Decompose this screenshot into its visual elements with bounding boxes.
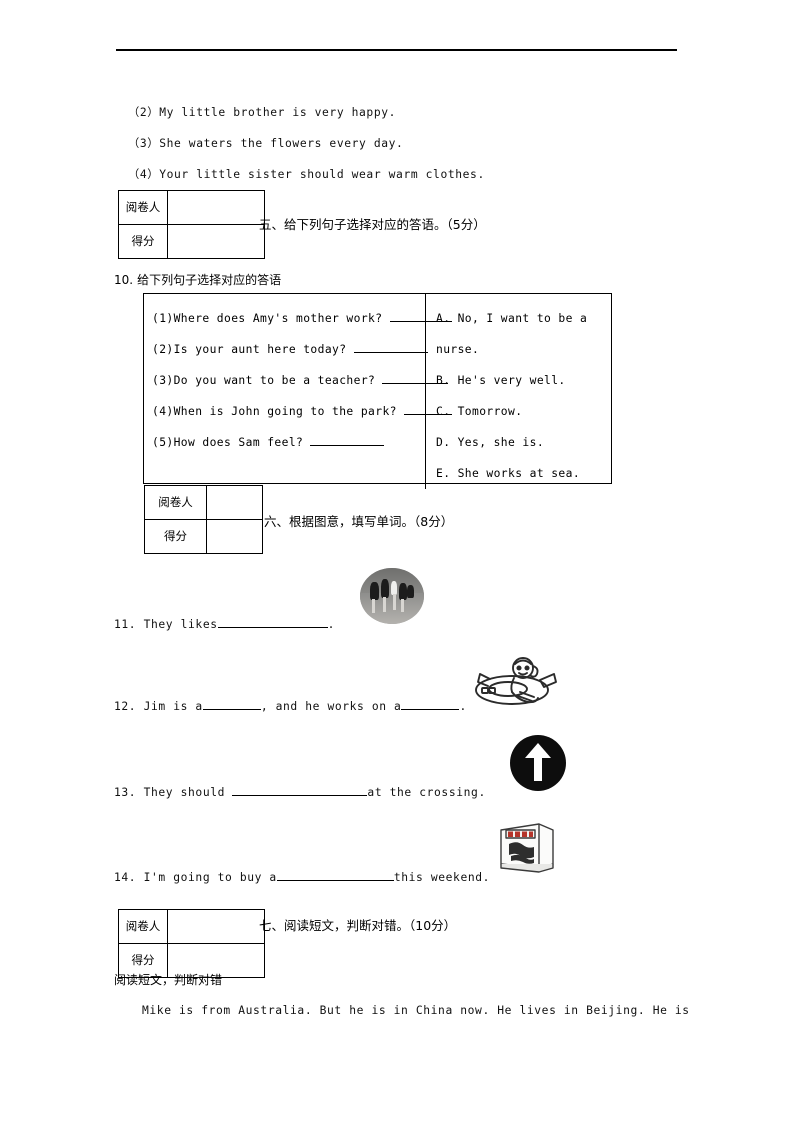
matching-answer-row: E. She works at sea.	[436, 467, 581, 480]
section-heading-five: 五、给下列句子选择对应的答语。（5分）	[259, 217, 486, 232]
matching-answer-row: C. Tomorrow.	[436, 405, 523, 418]
people-photo-oval	[360, 568, 424, 624]
arrow-shaft	[534, 753, 542, 781]
question-14-blank[interactable]	[276, 880, 394, 881]
section-heading-six: 六、根据图意，填写单词。（8分）	[264, 514, 454, 529]
matching-question-text: (4)When is John going to the park?	[152, 405, 397, 418]
grade-box-reviewer-label: 阅卷人	[119, 191, 168, 225]
photo-figure-leg	[372, 599, 375, 613]
matching-answer-row: nurse.	[436, 343, 480, 356]
answer-blank[interactable]	[310, 445, 385, 446]
photo-figure	[407, 585, 414, 598]
matching-question-text: (2)Is your aunt here today?	[152, 343, 347, 356]
answer-blank[interactable]	[389, 321, 452, 322]
question-10-prompt: 10.给下列句子选择对应的答语	[114, 271, 281, 288]
question-13-text: 13. They should	[114, 786, 233, 799]
matching-question-text: (1)Where does Amy's mother work?	[152, 312, 383, 325]
question-11-text-after: .	[327, 618, 336, 631]
question-13-text-after: at the crossing.	[367, 786, 486, 799]
matching-question-row: (1)Where does Amy's mother work?	[152, 303, 452, 334]
reading-prompt: 阅读短文，判断对错	[114, 973, 223, 987]
grade-box-score-label: 得分	[119, 943, 168, 977]
grade-box-reviewer-label: 阅卷人	[119, 910, 168, 944]
grade-box-score-value[interactable]	[168, 225, 264, 259]
photo-figure-leg	[401, 599, 404, 612]
grade-box-reviewer-label: 阅卷人	[145, 486, 207, 520]
sentence-3: （3）She waters the flowers every day.	[128, 137, 404, 150]
matching-answer-row: B. He's very well.	[436, 374, 566, 387]
grade-box-reviewer-value[interactable]	[168, 191, 264, 225]
photo-figure-leg	[393, 594, 396, 610]
question-12-line: 12. Jim is a , and he works on a.	[114, 700, 467, 713]
question-13-blank[interactable]	[232, 795, 368, 796]
question-14-text-after: this weekend.	[393, 871, 491, 884]
book-magazine-drawing-image	[495, 818, 559, 876]
grade-box-section-six: 阅卷人 得分	[144, 485, 263, 554]
question-12-text-middle: , and he works on a	[260, 700, 402, 713]
question-12-text-after: .	[459, 700, 467, 713]
matching-question-text: (5)How does Sam feel?	[152, 436, 304, 449]
photo-figure	[381, 579, 389, 598]
photo-figure	[391, 581, 397, 595]
book-magazine-drawing	[500, 823, 554, 873]
matching-answer-row: D. Yes, she is.	[436, 436, 545, 449]
matching-table-answers-column: A. No, I want to be a nurse. B. He's ver…	[426, 294, 611, 489]
pilot-airplane-drawing-image	[468, 648, 560, 714]
pilot-airplane-drawing	[475, 657, 557, 705]
matching-question-row: (3)Do you want to be a teacher?	[152, 365, 449, 396]
question-13-line: 13. They should at the crossing.	[114, 786, 486, 799]
grade-box-reviewer-value[interactable]	[168, 910, 264, 944]
sentence-2: （2）My little brother is very happy.	[128, 106, 397, 119]
grade-box-section-five: 阅卷人 得分	[118, 190, 265, 259]
matching-question-row: (5)How does Sam feel?	[152, 427, 425, 458]
go-straight-arrow-sign-image	[510, 735, 566, 791]
matching-question-row: (4)When is John going to the park?	[152, 396, 453, 427]
arrow-head	[525, 743, 551, 758]
grade-box-score-label: 得分	[119, 224, 168, 258]
photo-figure-leg	[383, 597, 386, 612]
question-14-text: 14. I'm going to buy a	[114, 871, 277, 884]
matching-table: (1)Where does Amy's mother work? (2)Is y…	[143, 293, 612, 489]
question-12-text: 12. Jim is a	[114, 700, 203, 713]
grade-box-section-seven: 阅卷人 得分	[118, 909, 265, 978]
question-11-blank[interactable]	[217, 627, 328, 628]
grade-box-score-label: 得分	[145, 519, 207, 553]
grade-box-score-value[interactable]	[207, 520, 262, 554]
question-11-line: 11. They likes.	[114, 618, 335, 631]
photo-figure	[370, 582, 379, 600]
question-12-blank-1[interactable]	[202, 709, 261, 710]
grade-box-reviewer-value[interactable]	[207, 486, 262, 520]
question-10-number: 10.	[114, 273, 134, 287]
section-heading-seven: 七、阅读短文，判断对错。（10分）	[259, 918, 457, 933]
sentence-4: （4）Your little sister should wear warm c…	[128, 168, 485, 181]
answer-blank[interactable]	[404, 414, 453, 415]
question-12-blank-2[interactable]	[401, 709, 460, 710]
people-photo-oval-image	[360, 568, 424, 624]
answer-blank[interactable]	[382, 383, 449, 384]
question-11-text: 11. They likes	[114, 618, 218, 631]
reading-paragraph: Mike is from Australia. But he is in Chi…	[142, 1004, 690, 1017]
header-rule	[116, 49, 677, 51]
matching-question-row: (2)Is your aunt here today?	[152, 334, 428, 365]
matching-answer-row: A. No, I want to be a	[436, 312, 588, 325]
question-14-line: 14. I'm going to buy a this weekend.	[114, 871, 490, 884]
matching-question-text: (3)Do you want to be a teacher?	[152, 374, 376, 387]
photo-figure	[399, 583, 407, 600]
go-straight-arrow-sign	[510, 735, 566, 791]
answer-blank[interactable]	[353, 352, 428, 353]
question-10-text: 给下列句子选择对应的答语	[137, 273, 282, 287]
matching-table-questions-column: (1)Where does Amy's mother work? (2)Is y…	[144, 294, 453, 489]
